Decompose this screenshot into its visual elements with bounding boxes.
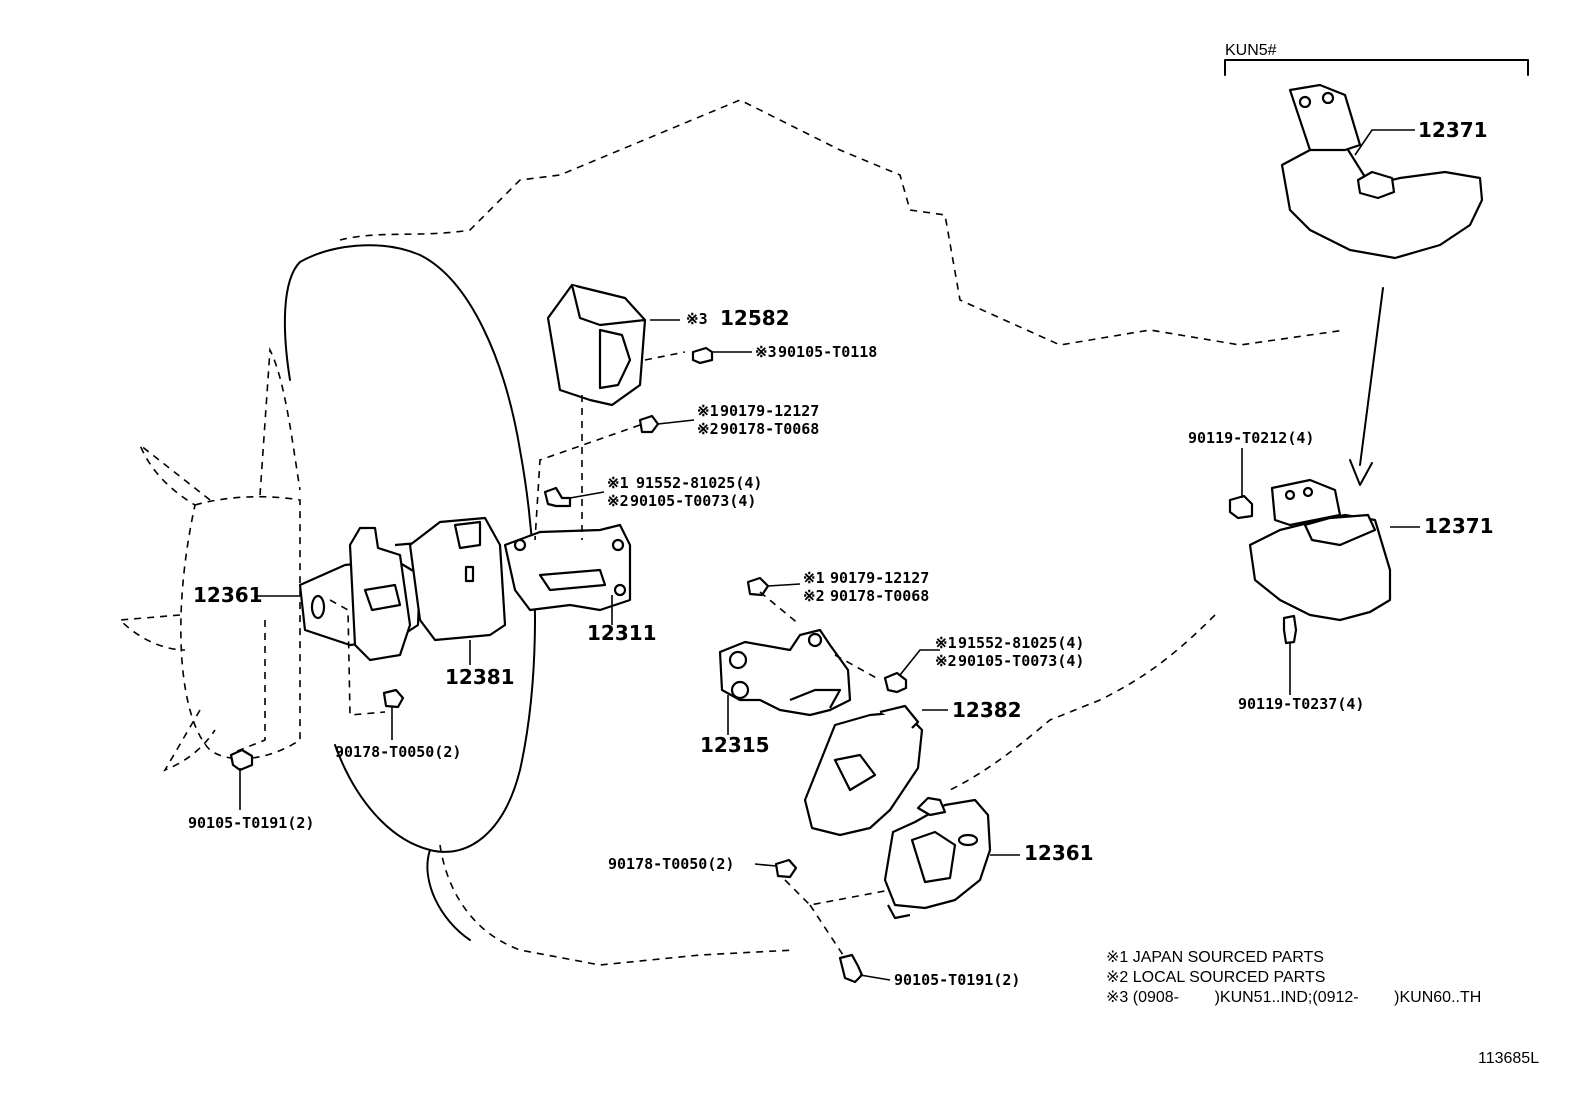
bracket-12311 [503, 523, 632, 612]
mark-90105-T0073-mid: ※2 [607, 492, 629, 510]
insulator-12382 [803, 704, 924, 837]
note-applicability: ※3 (0908- )KUN51..IND;(0912- )KUN60..TH [1106, 989, 1481, 1006]
stopper-12582 [546, 283, 647, 407]
insulator-12381 [408, 516, 507, 642]
label-12382[interactable]: 12382 [952, 698, 1022, 722]
label-12381[interactable]: 12381 [445, 665, 515, 689]
label-12361-left[interactable]: 12361 [193, 583, 263, 607]
label-90179-12127-low[interactable]: 90179-12127 [830, 569, 929, 587]
label-12371-top[interactable]: 12371 [1418, 118, 1488, 142]
label-91552-81025-low[interactable]: 91552-81025(4) [958, 634, 1084, 652]
variant-bracket [1224, 59, 1529, 76]
arrow-down [1349, 287, 1384, 486]
fasteners-upper [543, 346, 714, 508]
mount-12361-right [883, 796, 992, 920]
bracket-12315 [718, 628, 852, 717]
note-local-sourced: ※2 LOCAL SOURCED PARTS [1106, 969, 1325, 986]
mark-91552-81025-low: ※1 [935, 634, 957, 652]
label-12361-right[interactable]: 12361 [1024, 841, 1094, 865]
footnotes: ※1 JAPAN SOURCED PARTS ※2 LOCAL SOURCED … [1106, 949, 1481, 1006]
label-90178-T0050-bottom[interactable]: 90178-T0050(2) [608, 855, 734, 873]
label-90105-T0191-bottom[interactable]: 90105-T0191(2) [894, 971, 1020, 989]
label-90178-T0068-top[interactable]: 90178-T0068 [720, 420, 819, 438]
label-12311[interactable]: 12311 [587, 621, 657, 645]
engine-outline [339, 99, 1346, 966]
label-90105-T0191-left[interactable]: 90105-T0191(2) [188, 814, 314, 832]
note-japan-sourced: ※1 JAPAN SOURCED PARTS [1106, 949, 1324, 966]
mark-90105-T0073-low: ※2 [935, 652, 957, 670]
label-90119-T0212[interactable]: 90119-T0212(4) [1188, 429, 1314, 447]
mark-90179-12127-top: ※1 [697, 402, 719, 420]
fasteners-left [229, 688, 405, 772]
label-90178-T0050-left[interactable]: 90178-T0050(2) [335, 743, 461, 761]
label-90178-T0068-low[interactable]: 90178-T0068 [830, 587, 929, 605]
variant-label: KUN5# [1225, 42, 1277, 59]
label-90105-T0073-mid[interactable]: 90105-T0073(4) [630, 492, 756, 510]
fasteners-right [1228, 494, 1298, 645]
mark-90179-12127-low: ※1 [803, 569, 825, 587]
mount-12371-inset [1280, 83, 1484, 260]
mount-12371-right [1248, 478, 1392, 622]
mount-12361-left [298, 526, 442, 662]
leader-lines [239, 129, 1420, 981]
mark-12582: ※3 [686, 310, 708, 328]
mark-90178-T0068-low: ※2 [803, 587, 825, 605]
label-90179-12127-top[interactable]: 90179-12127 [720, 402, 819, 420]
mark-90105-T0118: ※3 [755, 343, 777, 361]
label-12315[interactable]: 12315 [700, 733, 770, 757]
label-90105-T0073-low[interactable]: 90105-T0073(4) [958, 652, 1084, 670]
label-90119-T0237[interactable]: 90119-T0237(4) [1238, 695, 1364, 713]
figure-code: 113685L [1478, 1050, 1539, 1067]
label-90105-T0118[interactable]: 90105-T0118 [778, 343, 877, 361]
mark-91552-81025-mid: ※1 [607, 474, 629, 492]
alignment-lines [234, 351, 891, 959]
part-labels: KUN5# 12371 12371 ※3 12582 ※3 90105-T011… [188, 42, 1494, 989]
fasteners-lower [746, 576, 908, 984]
mark-90178-T0068-top: ※2 [697, 420, 719, 438]
label-91552-81025-mid[interactable]: 91552-81025(4) [636, 474, 762, 492]
fan-outline [118, 347, 301, 772]
label-12582[interactable]: 12582 [720, 306, 790, 330]
label-12371-right[interactable]: 12371 [1424, 514, 1494, 538]
